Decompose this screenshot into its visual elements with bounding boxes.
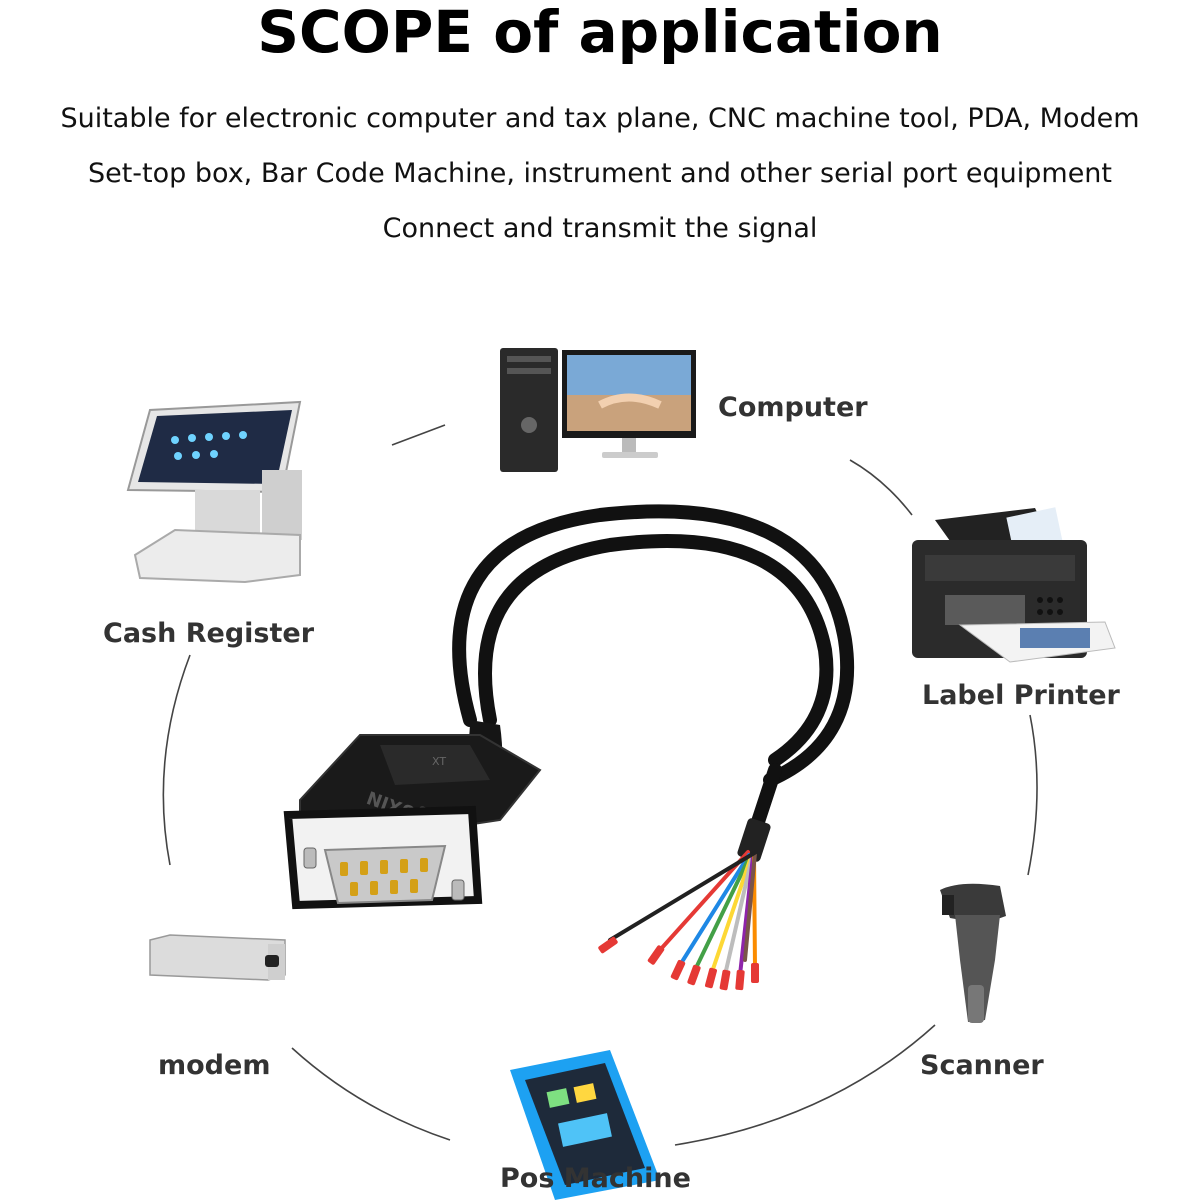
db9-screws	[303, 847, 465, 901]
scanner-image	[940, 883, 1006, 1023]
computer-image	[500, 348, 696, 472]
modem-image	[149, 934, 286, 981]
label-scanner: Scanner	[920, 1050, 1044, 1081]
db9-pins	[340, 858, 428, 896]
connection-circle	[162, 424, 1038, 1146]
page-title: SCOPE of application	[257, 0, 943, 66]
arc-bottom-right	[674, 1024, 936, 1146]
label-cash-register: Cash Register	[103, 618, 315, 649]
cable-coil-inner	[478, 533, 834, 767]
description-line-1: Suitable for electronic computer and tax…	[60, 103, 1140, 134]
description-line-2: Set-top box, Bar Code Machine, instrumen…	[87, 158, 1113, 189]
arc-right	[1027, 714, 1038, 876]
description-line-3: Connect and transmit the signal	[382, 213, 818, 244]
serial-cable-image: JUXIN XT	[283, 504, 855, 991]
cash-register-image	[126, 400, 302, 584]
label-printer-image	[912, 507, 1116, 663]
wire-ferrules	[598, 936, 759, 991]
label-label-printer: Label Printer	[922, 680, 1120, 711]
arc-top-left	[391, 424, 446, 446]
arc-bottom-left	[291, 1047, 451, 1141]
arc-left	[162, 654, 191, 866]
arc-top-right	[849, 459, 913, 516]
connector-logo-text: XT	[432, 755, 446, 768]
label-pos-machine: Pos Machine	[500, 1163, 691, 1194]
label-modem: modem	[158, 1050, 271, 1081]
pos-machine-image	[510, 1050, 660, 1200]
loose-wires	[608, 850, 758, 977]
cable-coil-outer	[452, 504, 855, 787]
label-computer: Computer	[718, 392, 868, 423]
